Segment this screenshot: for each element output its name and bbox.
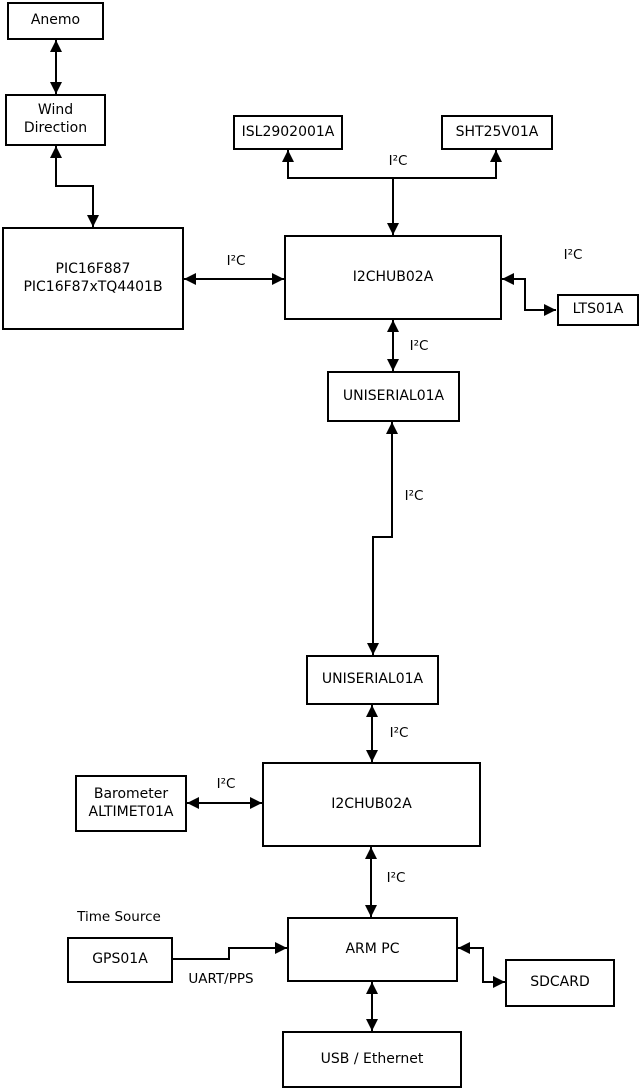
node-uniserial-upper-label: UNISERIAL01A (342, 387, 445, 404)
node-barometer-label-line1: Barometer (93, 785, 169, 802)
node-pic-label-line2: PIC16F87xTQ4401B (23, 278, 163, 295)
node-uniserial-upper: UNISERIAL01A (327, 371, 460, 422)
node-lts01a: LTS01A (557, 294, 639, 326)
edge-label-uniserial-hub-i2c: I²C (388, 725, 410, 741)
edge-label-hub-uniserial-i2c: I²C (408, 338, 430, 354)
node-isl2902001a: ISL2902001A (233, 115, 343, 150)
node-pic-microcontroller: PIC16F887 PIC16F87xTQ4401B (2, 227, 184, 330)
node-sdcard: SDCARD (505, 959, 615, 1007)
node-wind-direction-label-line2: Direction (23, 120, 88, 136)
node-usb-ethernet: USB / Ethernet (282, 1031, 462, 1088)
node-gps01a: GPS01A (67, 937, 173, 983)
node-barometer-label-line2: ALTIMET01A (88, 803, 174, 820)
edge-label-uart-pps: UART/PPS (187, 971, 255, 987)
connector-hub-upper-lts (502, 273, 556, 316)
connector-wind-pic (50, 146, 99, 227)
node-barometer: Barometer ALTIMET01A (75, 775, 187, 832)
node-i2c-hub-lower: I2CHUB02A (262, 762, 481, 847)
edge-label-time-source: Time Source (76, 909, 162, 925)
node-wind-direction: Wind Direction (5, 94, 106, 146)
edge-label-hub-arm-i2c: I²C (385, 870, 407, 886)
node-gps01a-label: GPS01A (92, 951, 148, 968)
node-sht25v01a: SHT25V01A (441, 115, 553, 150)
node-wind-direction-label-line1: Wind (37, 102, 74, 119)
node-sdcard-label: SDCARD (530, 974, 590, 991)
edge-label-hub-lts-i2c: I²C (562, 247, 584, 263)
node-uniserial-lower: UNISERIAL01A (306, 655, 439, 705)
node-i2c-hub-lower-label: I2CHUB02A (331, 795, 412, 812)
edge-label-sensors-bus-i2c: I²C (387, 153, 409, 169)
node-pic-label-line1: PIC16F887 (55, 260, 131, 277)
connector-arm-sdcard (458, 942, 505, 988)
node-sht25v01a-label: SHT25V01A (455, 123, 539, 140)
node-arm-pc-label: ARM PC (345, 940, 400, 957)
node-usb-ethernet-label: USB / Ethernet (320, 1050, 424, 1067)
node-arm-pc: ARM PC (287, 917, 458, 982)
node-anemo: Anemo (7, 2, 104, 40)
node-uniserial-lower-label: UNISERIAL01A (321, 671, 424, 688)
node-i2c-hub-upper-label: I2CHUB02A (352, 268, 434, 285)
node-lts01a-label: LTS01A (572, 301, 624, 318)
node-anemo-label: Anemo (30, 12, 81, 29)
node-i2c-hub-upper: I2CHUB02A (284, 235, 502, 320)
node-isl2902001a-label: ISL2902001A (241, 123, 335, 140)
edge-label-uniserial-link-i2c: I²C (403, 488, 425, 504)
edge-label-barometer-hub-i2c: I²C (215, 776, 237, 792)
edge-label-pic-hub-i2c: I²C (225, 253, 247, 269)
connector-uniserial-link (367, 422, 398, 655)
connector-gps-arm (173, 942, 287, 960)
